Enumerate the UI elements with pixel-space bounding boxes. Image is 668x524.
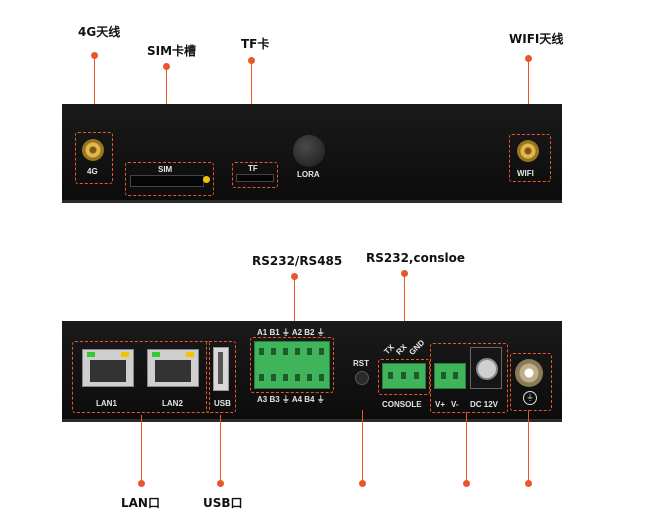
terminal-pin-icon (307, 348, 312, 355)
callout-dot (462, 479, 470, 487)
rs485-terminal-block[interactable] (254, 341, 330, 389)
callout-dot (137, 479, 145, 487)
terminal-pin-icon (319, 374, 324, 381)
rear-label-usb: USB (214, 399, 231, 408)
lan2-activity-led-icon (186, 352, 194, 357)
callout-line (403, 273, 405, 341)
rear-label-gnd: GND (407, 338, 427, 357)
usb-port[interactable] (213, 347, 229, 391)
highlight-box (509, 134, 551, 182)
callout-dot (358, 479, 366, 487)
highlight-box (430, 343, 508, 413)
ground-screw-icon (515, 359, 543, 387)
terminal-pin-icon (283, 374, 288, 381)
terminal-pin-icon (271, 374, 276, 381)
4g-antenna-connector-icon (82, 139, 104, 161)
highlight-box (232, 162, 278, 188)
front-label-4g: 4G (87, 167, 98, 176)
rear-label-vplus: V+ (435, 400, 446, 409)
lan2-port[interactable] (147, 349, 199, 387)
front-label-lora: LORA (297, 170, 320, 179)
callout-wifi-antenna: WIFI天线 (509, 32, 564, 46)
rear-label-dc: DC 12V (470, 400, 499, 409)
lan1-link-led-icon (87, 352, 95, 357)
highlight-box (250, 337, 334, 393)
callout-sim-slot: SIM卡槽 (147, 44, 197, 58)
rear-label-lan1: LAN1 (96, 399, 117, 408)
terminal-pin-icon (295, 348, 300, 355)
callout-dot (216, 479, 224, 487)
power-terminal-block[interactable] (434, 363, 466, 389)
terminal-bottom-labels: A3 B3 ⏚ A4 B4 ⏚ (257, 395, 325, 404)
terminal-pin-icon (319, 348, 324, 355)
rj45-socket-icon (155, 360, 191, 382)
callout-line (140, 415, 142, 483)
highlight-box (75, 132, 113, 184)
lan1-port[interactable] (82, 349, 134, 387)
usb-socket-icon (218, 352, 223, 384)
callout-line (527, 58, 529, 134)
tf-slot[interactable] (236, 174, 274, 182)
terminal-pin-icon (259, 374, 264, 381)
callout-rs232-rs485: RS232/RS485 (252, 254, 343, 268)
rear-label-rst: RST (353, 359, 369, 368)
callout-line (93, 55, 95, 133)
console-terminal-block[interactable] (382, 363, 426, 389)
rear-label-lan2: LAN2 (162, 399, 183, 408)
terminal-pin-icon (307, 374, 312, 381)
front-label-sim: SIM (158, 165, 173, 174)
callout-lan-port: LAN口 (121, 496, 160, 510)
callout-line (465, 412, 467, 483)
terminal-pin-icon (401, 372, 406, 379)
lora-antenna-cap-icon (293, 135, 325, 167)
terminal-pin-icon (295, 374, 300, 381)
terminal-pin-icon (259, 348, 264, 355)
callout-tf-slot: TF卡 (241, 37, 270, 51)
callout-line (527, 410, 529, 483)
wifi-antenna-connector-icon (517, 140, 539, 162)
terminal-pin-icon (388, 372, 393, 379)
callout-4g-antenna: 4G天线 (78, 25, 121, 39)
lan2-link-led-icon (152, 352, 160, 357)
terminal-pin-icon (271, 348, 276, 355)
rj45-socket-icon (90, 360, 126, 382)
callout-line (219, 415, 221, 483)
callout-usb-port: USB口 (203, 496, 243, 510)
lan1-activity-led-icon (121, 352, 129, 357)
terminal-pin-icon (441, 372, 446, 379)
callout-dot (524, 479, 532, 487)
callout-line (361, 410, 363, 483)
callout-line (293, 276, 295, 333)
dc-jack-socket-icon (476, 358, 498, 380)
highlight-box (378, 359, 430, 395)
callout-rs232-console: RS232,consloe (366, 251, 466, 265)
terminal-pin-icon (283, 348, 288, 355)
highlight-box (125, 162, 214, 196)
highlight-box (72, 341, 210, 413)
highlight-box (510, 353, 552, 411)
sim-slot[interactable] (130, 175, 204, 187)
terminal-pin-icon (414, 372, 419, 379)
ground-symbol-icon: ⏚ (523, 391, 537, 405)
front-panel: 4G SIM TF LORA WIFI (62, 104, 562, 203)
rear-label-console: CONSOLE (382, 400, 422, 409)
highlight-box (206, 341, 236, 413)
sim-led-icon (203, 176, 210, 183)
dc-power-jack[interactable] (470, 347, 502, 389)
rear-label-vminus: V- (451, 400, 459, 409)
rear-panel: LAN1 LAN2 USB A1 B1 ⏚ A2 B2 ⏚ A3 B3 ⏚ A4… (62, 321, 562, 422)
front-label-wifi: WIFI (517, 169, 534, 178)
reset-button[interactable] (355, 371, 369, 385)
terminal-pin-icon (453, 372, 458, 379)
terminal-top-labels: A1 B1 ⏚ A2 B2 ⏚ (257, 328, 325, 337)
front-label-tf: TF (248, 164, 258, 173)
